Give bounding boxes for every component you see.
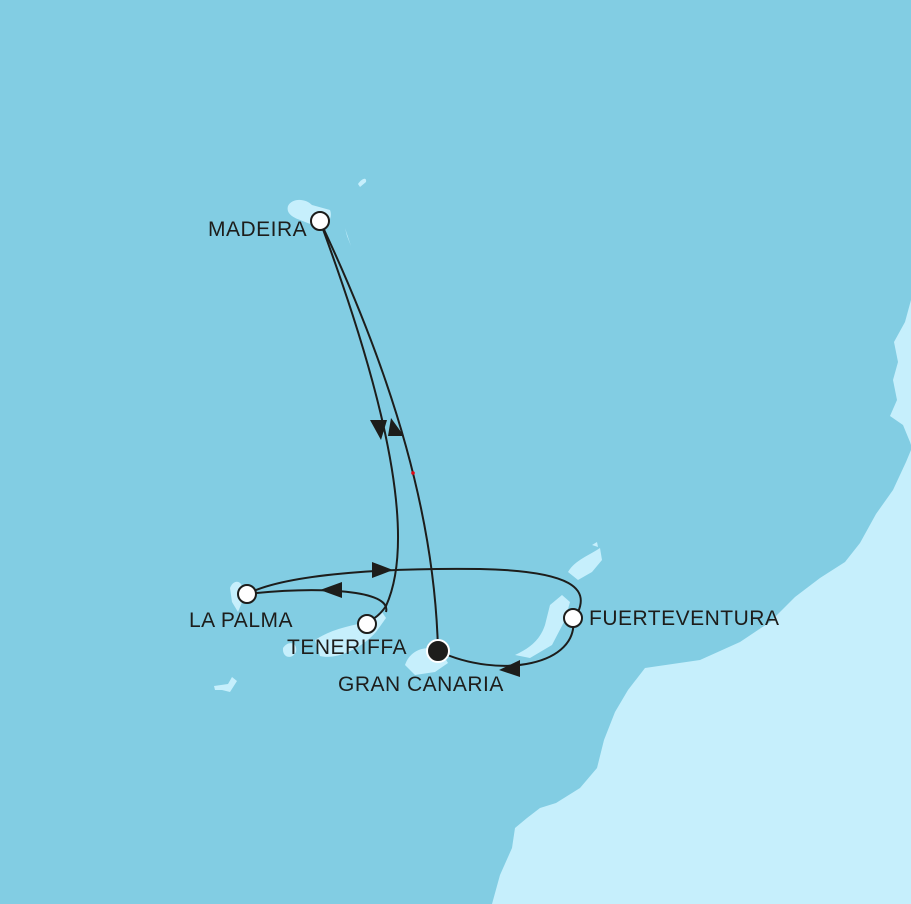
port-label-madeira: MADEIRA	[208, 218, 308, 241]
island-fuerteventura	[515, 595, 570, 658]
route-fuerteventura-grancanaria	[437, 617, 575, 667]
island-graciosa	[592, 542, 598, 547]
port-marker-lapalma	[237, 584, 257, 604]
port-markers	[237, 211, 583, 663]
route-tenerife-lapalma	[246, 589, 388, 613]
africa-coast	[492, 300, 911, 904]
port-label-grancanaria: GRAN CANARIA	[338, 673, 504, 696]
port-marker-fuerteventura	[563, 608, 583, 628]
port-marker-tenerife	[357, 614, 377, 634]
island-porto-santo	[358, 178, 367, 187]
route-lapalma-fuerteventura	[246, 567, 582, 613]
port-label-fuerteventura: FUERTEVENTURA	[589, 607, 780, 630]
routes	[246, 220, 582, 667]
island-lanzarote	[568, 548, 602, 580]
arrow-icon-north	[388, 418, 404, 436]
route-madeira-tenerife	[319, 220, 399, 623]
route-grancanaria-madeira	[319, 220, 439, 652]
island-desertas	[345, 228, 351, 246]
port-label-tenerife: TENERIFFA	[287, 636, 408, 659]
island-la-gomera	[282, 643, 297, 657]
port-label-lapalma: LA PALMA	[189, 609, 293, 632]
route-arrows	[320, 418, 520, 677]
port-marker-madeira	[310, 211, 330, 231]
home-port-marker-grancanaria	[426, 639, 450, 663]
arrow-icon-west-south	[499, 660, 520, 677]
arrow-icon-west	[320, 582, 342, 598]
arrow-icon-south	[370, 420, 387, 440]
arrow-icon-east	[372, 562, 393, 578]
island-el-hierro	[214, 677, 237, 692]
position-dot	[411, 471, 415, 475]
